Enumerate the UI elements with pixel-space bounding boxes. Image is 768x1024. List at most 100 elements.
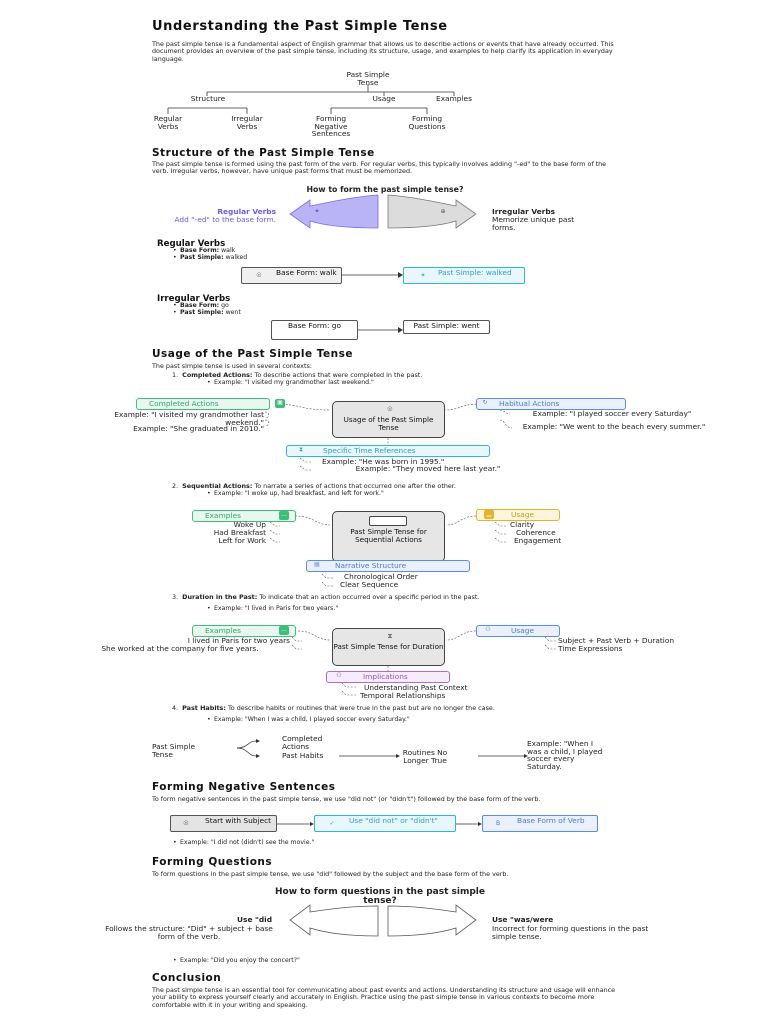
mindmap-2-center: Past Simple Tense for Sequential Actions — [332, 511, 445, 562]
irregular-base-item: Base Form: go — [173, 302, 229, 309]
users-icon: ⚇ — [485, 627, 491, 633]
sequence-icon — [369, 516, 407, 526]
regular-past-item: Past Simple: walked — [173, 254, 247, 261]
usage-item-1-example: Example: "I visited my grandmother last … — [207, 379, 374, 386]
negative-heading: Forming Negative Sentences — [152, 781, 336, 793]
timer-icon: ⧖ — [387, 633, 393, 640]
questions-did-sub: Follows the structure: "Did" + subject +… — [105, 924, 273, 941]
m2-usage-pill: Usage — [476, 509, 560, 521]
network-icon: ☉ — [387, 406, 393, 413]
walk-icon: ☉ — [256, 272, 262, 279]
m2-left-a: Woke Up — [233, 520, 266, 529]
habits-example: Example: "When I was a child, I played s… — [527, 739, 603, 771]
usage-item-2: 2. Sequential Actions: To narrate a seri… — [172, 482, 456, 490]
irregular-verbs-sub: Memorize unique past forms. — [492, 215, 575, 232]
regular-verbs-heading: Regular Verbs — [157, 239, 226, 249]
tree-negative: Forming Negative Sentences — [311, 114, 351, 139]
letter-b-icon: B — [495, 820, 501, 827]
questions-example: Example: "Did you enjoy the concert?" — [173, 957, 300, 964]
tree-questions: Forming Questions — [408, 114, 446, 131]
questions-heading: Forming Questions — [152, 856, 273, 868]
walking-icon: ✦ — [314, 209, 320, 215]
repeat-icon: ↻ — [482, 400, 488, 406]
m2-bottom-b: Clear Sequence — [340, 580, 399, 589]
habits-completed: Completed Actions — [282, 734, 323, 751]
irregular-verbs-title: Irregular Verbs — [492, 207, 556, 216]
target-icon: ⊕ — [440, 209, 446, 215]
questions-diagram-title: How to form questions in the past simple… — [275, 887, 485, 907]
negative-example: Example: "I did not (didn't) see the mov… — [173, 839, 314, 846]
m2-right-a: Clarity — [510, 520, 535, 529]
irregular-base-box: Base Form: go — [271, 320, 358, 340]
usage-intro: The past simple tense is used in several… — [152, 362, 312, 370]
usage-item-3-example: Example: "I lived in Paris for two years… — [207, 605, 338, 612]
m3-usage-pill: Usage — [476, 625, 560, 637]
m1-left-example-a: Example: "I visited my grandmother last … — [114, 410, 264, 427]
hourglass-icon: ⧗ — [298, 447, 304, 453]
m2-right-b: Coherence — [516, 528, 556, 537]
usage-item-2-example: Example: "I woke up, had breakfast, and … — [207, 490, 384, 497]
habits-past: Past Habits — [282, 751, 324, 760]
regular-base-item: Base Form: walk — [173, 247, 235, 254]
structure-paragraph: The past simple tense is formed using th… — [152, 160, 607, 176]
regular-base-box: ☉ Base Form: walk — [241, 267, 342, 284]
usage-item-1: 1. Completed Actions: To describe action… — [172, 371, 423, 379]
usage-item-4: 4. Past Habits: To describe habits or ro… — [172, 704, 495, 712]
usage-item-4-example: Example: "When I was a child, I played s… — [207, 716, 410, 723]
regular-verbs-title: Regular Verbs — [217, 207, 276, 216]
questions-did-title: Use "did — [237, 915, 272, 924]
m3-left-b: She worked at the company for five years… — [101, 644, 259, 653]
m3-right-a: Subject + Past Verb + Duration — [558, 636, 675, 645]
people-icon: ⚇ — [336, 673, 342, 679]
tree-regular: Regular Verbs — [153, 114, 183, 131]
chart-icon: ▁ — [484, 510, 494, 519]
footprints-icon: ✶ — [420, 272, 426, 279]
irregular-past-item: Past Simple: went — [173, 309, 241, 316]
usage-heading: Usage of the Past Simple Tense — [152, 348, 354, 360]
conclusion-paragraph: The past simple tense is an essential to… — [152, 986, 616, 1009]
m3-bottom-b: Temporal Relationships — [360, 691, 446, 700]
m1-completed-actions-pill: Completed Actions — [136, 398, 270, 410]
page-title: Understanding the Past Simple Tense — [152, 19, 448, 34]
m3-implications-pill: Implications — [326, 671, 450, 683]
structure-heading: Structure of the Past Simple Tense — [152, 147, 375, 159]
tree-root: Past Simple Tense — [346, 70, 390, 87]
structure-diagram-title: How to form the past simple tense? — [306, 185, 464, 194]
questions-was-sub: Incorrect for forming questions in the p… — [492, 924, 649, 941]
m1-bottom-example-a: Example: "He was born in 1995." — [322, 457, 445, 466]
m3-left-a: I lived in Paris for two years — [187, 636, 290, 645]
irregular-verbs-heading: Irregular Verbs — [157, 294, 231, 304]
book-icon: ▤ — [314, 562, 320, 568]
tree-usage: Usage — [372, 94, 396, 103]
m1-right-example-a: Example: "I played soccer every Saturday… — [532, 409, 692, 418]
m1-bottom-example-b: Example: "They moved here last year." — [355, 464, 501, 473]
mindmap-1-center: ☉ Usage of the Past Simple Tense — [332, 401, 445, 438]
m3-examples-pill: Examples — [192, 625, 296, 637]
negative-step-base: B Base Form of Verb — [482, 815, 598, 832]
conclusion-heading: Conclusion — [152, 972, 222, 984]
calendar-icon: ▣ — [275, 399, 285, 408]
usage-item-3: 3. Duration in the Past: To indicate tha… — [172, 593, 480, 601]
person-search-icon: ☉ — [183, 820, 189, 827]
m1-habitual-actions-pill: Habitual Actions — [476, 398, 626, 410]
m2-right-c: Engagement — [514, 536, 562, 545]
questions-paragraph: To form questions in the past simple ten… — [152, 870, 509, 878]
m3-right-b: Time Expressions — [558, 644, 623, 653]
regular-past-box: ✶ Past Simple: walked — [403, 267, 525, 284]
questions-was-title: Use "was/were — [492, 915, 554, 924]
habits-root: Past Simple Tense — [152, 742, 195, 759]
m2-narrative-pill: Narrative Structure — [306, 560, 470, 572]
check-icon: ✓ — [329, 820, 335, 827]
m3-bottom-a: Understanding Past Context — [364, 683, 468, 692]
intro-paragraph: The past simple tense is a fundamental a… — [152, 40, 614, 63]
irregular-past-box: Past Simple: went — [403, 320, 490, 334]
negative-step-subject: ☉ Start with Subject — [170, 815, 277, 832]
tree-structure: Structure — [190, 94, 226, 103]
dots-icon: … — [279, 511, 289, 520]
m1-left-example-b: Example: "She graduated in 2010." — [133, 424, 264, 433]
